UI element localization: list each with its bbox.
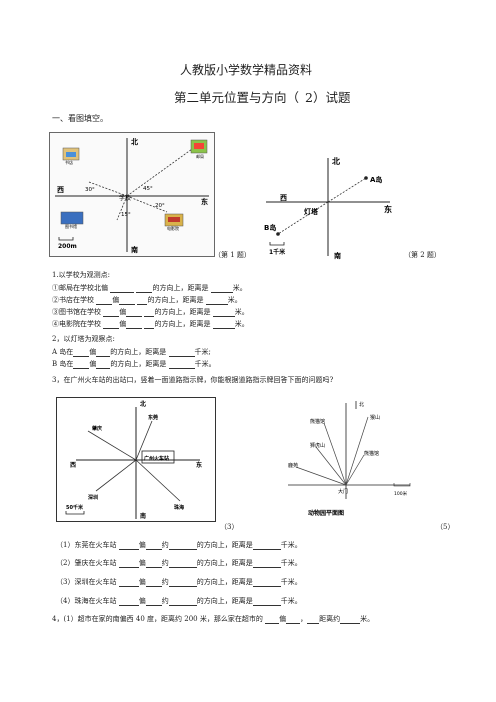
ray-deer: [295, 466, 347, 486]
section-heading: 一、看图填空。: [52, 114, 108, 123]
q2-line-2: B 岛在偏的方向上，距离是 千米。: [52, 360, 216, 369]
ray-zhuhai: [135, 459, 181, 502]
ray-panda: [323, 422, 347, 486]
map1-building-3: 图书馆: [65, 223, 77, 229]
ray-monkey: [345, 416, 369, 486]
ray-ne: [126, 143, 200, 197]
island-a-point: [364, 176, 368, 180]
island-b-point: [276, 232, 280, 236]
map1-center-label: 学校: [119, 194, 131, 202]
map1-scale-bar: [58, 237, 74, 241]
ray-shenzhen: [95, 459, 137, 492]
map5-place-2: 熊猫馆: [310, 418, 325, 425]
q1-heading: 1.以学校为观测点:: [52, 271, 111, 279]
map1-building-4: 电影院: [167, 225, 179, 231]
map5-scale-label: 100米: [394, 490, 408, 497]
ray-sw: [116, 195, 128, 221]
station-box: [141, 450, 175, 464]
map1-building-2: 书店: [65, 159, 73, 165]
map2-east-label: 东: [384, 204, 392, 214]
map3-city-2: 深圳: [88, 494, 98, 501]
map-lighthouse: 北 南 东 西 灯塔 A岛 B岛 1千米: [264, 156, 392, 260]
map3-west-label: 西: [70, 461, 76, 469]
q1-line-3: ③图书馆在学校 偏 的方向上，距离是 米。: [52, 308, 249, 317]
map1-south-label: 南: [131, 245, 138, 254]
map5-north-label: 北: [359, 401, 364, 408]
map-guangzhou: 北 南 东 西 广州火车站 东莞 肇庆 深圳 珠海 50千米: [56, 397, 216, 522]
q3-item-1: （1）东莞在火车站 偏约的方向上，距离是千米。: [56, 541, 302, 550]
map3-south-label: 南: [140, 512, 146, 520]
map5-title: 动物园平面图: [308, 509, 344, 517]
map3-city-1: 东莞: [148, 414, 158, 421]
map-zoo: 北 猴山 熊猫馆 狮虎山 熊猫馆 鹿苑 大门 100米 动物园平面图: [288, 401, 411, 517]
map1-east-label: 东: [201, 197, 208, 206]
subtitle-number: 2: [305, 90, 313, 105]
q3-item-3: （3）深圳在火车站 偏约的方向上，距离是千米。: [56, 578, 302, 587]
map5-place-3: 狮虎山: [310, 442, 325, 449]
q1-line-2: ②书店在学校 偏 的方向上，距离是 米。: [52, 296, 242, 305]
q3-heading: 3，在广州火车站的出站口，竖着一面道路指示牌，你能根据道路指示牌回答下面的问题吗…: [52, 376, 334, 384]
map1-angle-a: 30°: [85, 187, 95, 193]
q3-item-2: （2）肇庆在火车站 偏约的方向上，距离是千米。: [56, 559, 302, 568]
q3-item-4: （4）珠海在火车站 偏约的方向上，距离是千米。: [56, 597, 302, 606]
q4-line: 4，(1）超市在家的南偏西 40 度，距离约 200 米，那么家在超市的 偏，距…: [52, 615, 375, 624]
map1-north-label: 北: [131, 137, 138, 146]
map2-caption: （第 2 题）: [404, 251, 441, 259]
map2-north-label: 北: [332, 156, 340, 166]
map5-place-4: 熊猫馆: [364, 450, 379, 457]
ray-dongguan: [135, 420, 153, 461]
map3-city-4: 肇庆: [92, 425, 102, 432]
subtitle-prefix: 第二单元位置与方向（: [174, 90, 300, 105]
map1-caption: （第 1 题）: [214, 251, 251, 259]
q2-heading: 2，以灯塔为观察点:: [52, 335, 115, 343]
map3-city-3: 珠海: [174, 504, 184, 511]
map2-island-b: B岛: [264, 223, 276, 232]
map3-caption: （3）: [220, 523, 239, 531]
ray-to-a: [327, 177, 367, 203]
map2-scale-bar: [269, 242, 285, 246]
ray-panda-2: [345, 454, 365, 486]
map1-angle-c: 20°: [155, 203, 165, 209]
map5-place-6: 大门: [338, 488, 348, 495]
ray-to-b: [277, 201, 329, 235]
map1-building-1: 邮局: [196, 153, 204, 159]
map-school: 北 南 东 西 学校 30° 45° 20° 15° 邮局 书店 图书馆 电影院…: [49, 132, 215, 257]
q1-line-4: ④电影院在学校 偏 的方向上，距离是 米。: [52, 320, 249, 329]
ray-se: [126, 195, 168, 213]
map3-center-label: 广州火车站: [144, 455, 169, 462]
map2-south-label: 南: [334, 251, 341, 260]
map3-scale-bar: [65, 511, 85, 515]
map5-place-1: 猴山: [370, 414, 380, 421]
map5-scale-bar: [393, 483, 411, 487]
page-subtitle: 第二单元位置与方向（ 2）试题: [174, 90, 351, 105]
map2-scale-label: 1千米: [269, 248, 285, 256]
building-library: [60, 211, 84, 225]
map2-island-a: A岛: [370, 175, 382, 184]
q1-line-1: ①邮局在学校北偏 的方向上，距离是 米。: [52, 284, 247, 293]
map3-east-label: 东: [196, 461, 202, 469]
map2-center-label: 灯塔: [304, 207, 319, 216]
ray-lion: [315, 446, 347, 486]
map3-scale-label: 50千米: [66, 504, 84, 511]
map1-west-label: 西: [57, 186, 64, 194]
map5-place-5: 鹿苑: [288, 462, 298, 469]
map1-scale-label: 200m: [58, 243, 77, 250]
subtitle-suffix: ）试题: [312, 90, 351, 105]
q2-line-1: A 岛在偏的方向上，距离是 千米;: [52, 348, 211, 357]
map3-north-label: 北: [140, 400, 146, 408]
map5-caption: （5）: [436, 523, 455, 531]
page-title: 人教版小学数学精品资料: [180, 63, 313, 77]
ray-zhaoqing: [87, 430, 137, 461]
map1-angle-d: 15°: [121, 212, 131, 218]
map1-angle-b: 45°: [143, 186, 153, 192]
map2-west-label: 西: [280, 194, 287, 202]
